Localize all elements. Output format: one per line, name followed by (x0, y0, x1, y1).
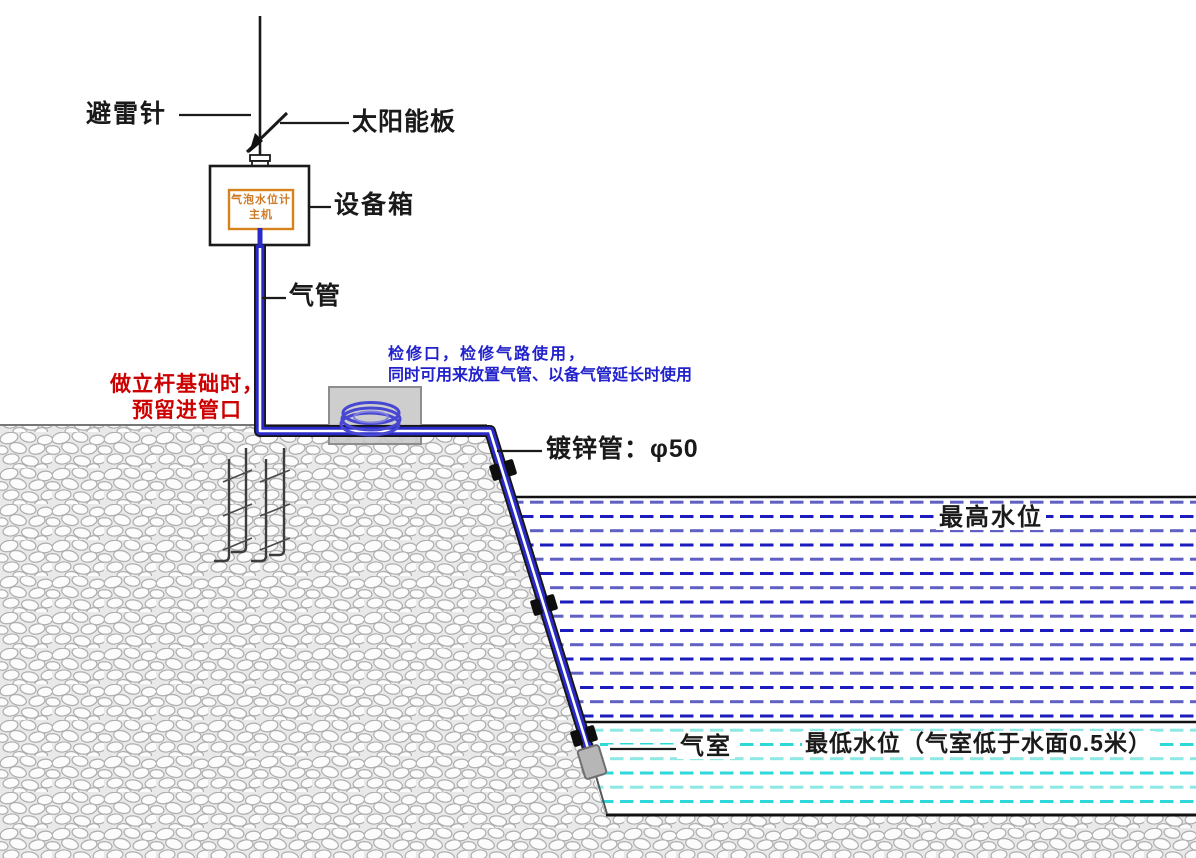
air-chamber-label: 气室 (677, 734, 735, 759)
foundation-note-line1: 做立杆基础时， (110, 373, 264, 396)
air-chamber-shape (576, 744, 608, 780)
inspection-note-line1: 检修口，检修气路使用， (388, 346, 587, 363)
equipment-box-label: 设备箱 (334, 191, 416, 219)
tube-coil (339, 401, 402, 437)
inspection-note-line2: 同时可用来放置气管、以备气管延长时使用 (388, 367, 693, 384)
highest-water-label: 最高水位 (936, 505, 1046, 530)
solar-panel-label: 太阳能板 (352, 108, 457, 136)
slope-edge-continuation (595, 775, 608, 815)
water-body (506, 495, 1196, 817)
foundation-rebar (214, 448, 291, 563)
lightning-rod-label: 避雷针 (86, 100, 168, 128)
host-unit-line1: 气泡水位计 (231, 194, 291, 206)
air-tube-label: 气管 (289, 282, 342, 310)
host-unit-box (227, 188, 295, 231)
mast-and-solar (245, 16, 289, 168)
inspection-note: 检修口，检修气路使用， 同时可用来放置气管、以备气管延长时使用 (388, 344, 692, 386)
high-water-zone (509, 497, 1196, 722)
host-unit-line2: 主机 (249, 209, 273, 221)
host-unit-label: 气泡水位计 主机 (229, 193, 293, 223)
foundation-note-line2: 预留进管口 (132, 399, 242, 422)
lowest-water-label: 最低水位（气室低于水面0.5米） (802, 731, 1155, 755)
leader-lines (179, 113, 678, 754)
galvanized-pipe-label: 镀锌管：φ50 (546, 435, 699, 463)
foundation-note: 做立杆基础时， 预留进管口 (106, 372, 268, 424)
